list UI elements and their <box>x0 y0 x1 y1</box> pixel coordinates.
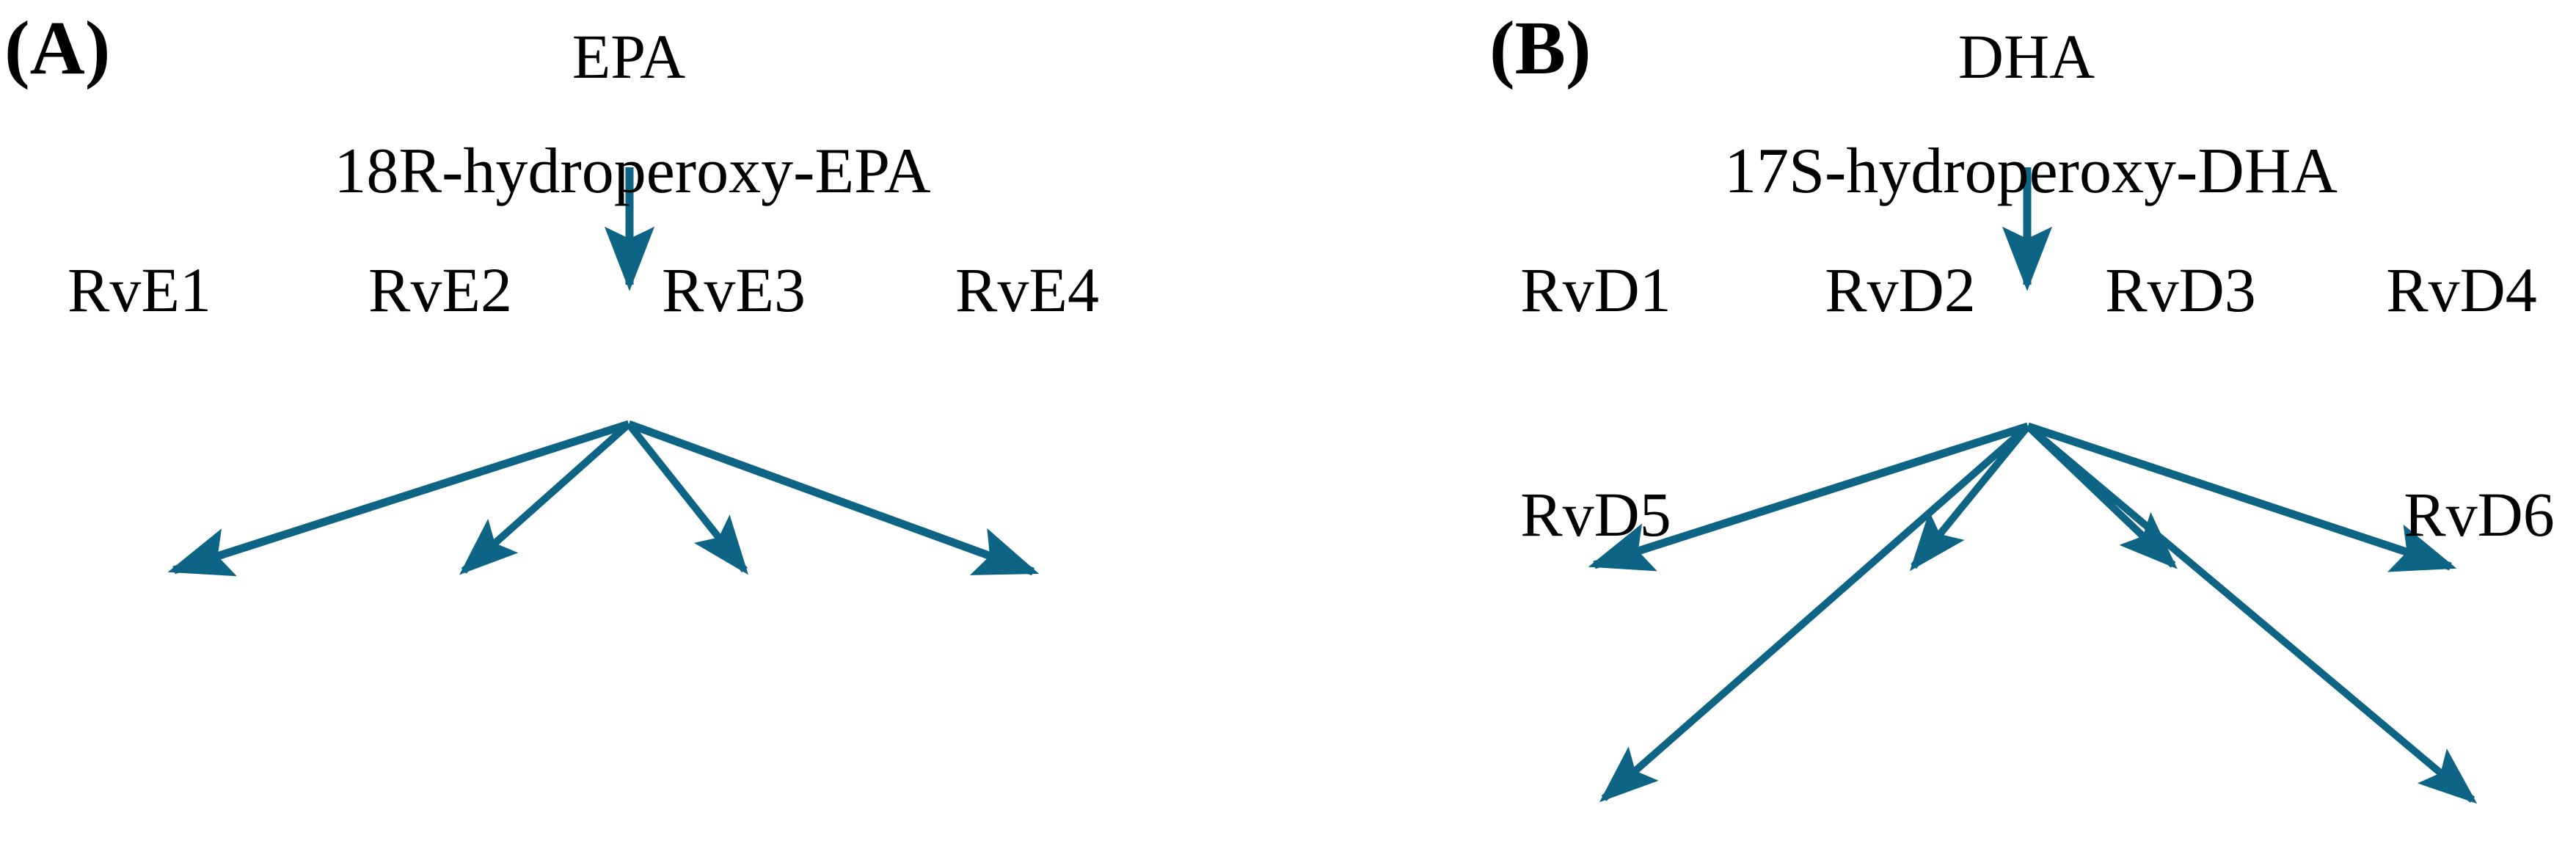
node-18r-hydroperoxy-epa: 18R-hydroperoxy-EPA <box>334 136 931 207</box>
node-rvd4: RvD4 <box>2386 255 2537 325</box>
node-rve4: RvE4 <box>955 255 1099 325</box>
node-rve1: RvE1 <box>67 255 211 325</box>
node-rvd3: RvD3 <box>2105 255 2256 325</box>
node-rvd6: RvD6 <box>2404 479 2555 550</box>
arrow-18r-to-rve1 <box>167 420 630 577</box>
node-rvd1: RvD1 <box>1520 255 1671 325</box>
node-rvd2: RvD2 <box>1825 255 1976 325</box>
panel-b-label: (B) <box>1489 6 1591 90</box>
arrow-17s-to-rvd3 <box>2025 423 2178 569</box>
node-rvd5: RvD5 <box>1520 479 1671 550</box>
node-dha: DHA <box>1957 21 2095 92</box>
arrow-18r-to-rve2 <box>459 421 632 575</box>
node-epa: EPA <box>572 21 686 92</box>
panel-a-label: (A) <box>4 6 111 90</box>
arrow-18r-to-rve3 <box>626 421 748 575</box>
node-rve3: RvE3 <box>662 255 806 325</box>
node-17s-hydroperoxy-dha: 17S-hydroperoxy-DHA <box>1724 136 2338 207</box>
node-rve2: RvE2 <box>368 255 512 325</box>
arrow-18r-to-rve4 <box>627 420 1040 576</box>
arrow-17s-to-rvd2 <box>1909 423 2031 572</box>
arrow-17s-to-rvd4 <box>2026 422 2457 572</box>
